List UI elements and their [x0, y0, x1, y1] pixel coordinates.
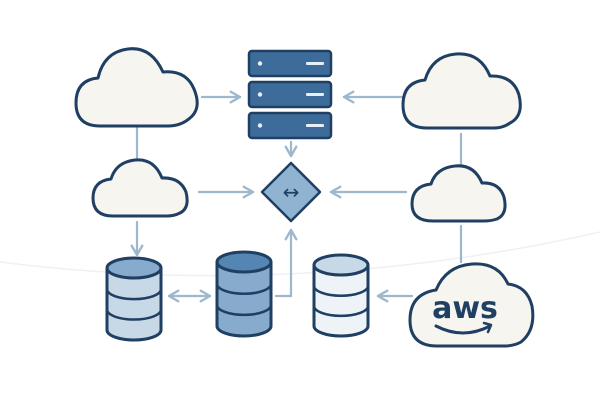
server-unit-bottom: [247, 111, 333, 140]
database-band: [105, 309, 163, 321]
connectors: [130, 90, 463, 303]
cloud-icon-top-left: [74, 47, 199, 128]
database-right-icon: [312, 253, 370, 338]
server-led: [257, 61, 263, 66]
database-left-icon: [105, 256, 163, 342]
aws-logo: aws: [432, 291, 498, 335]
server-rack-icon: [247, 49, 333, 140]
cloud-icon-mid-left: [91, 158, 189, 218]
aws-smile-icon: [434, 324, 492, 335]
database-top: [312, 253, 370, 277]
server-slot: [306, 62, 324, 65]
hub-diamond-icon: [260, 161, 322, 223]
database-band: [312, 305, 370, 318]
database-body: [105, 268, 163, 342]
hub-node: ↔: [260, 161, 322, 223]
database-band: [105, 288, 163, 301]
database-body: [215, 262, 273, 338]
database-top: [105, 256, 163, 280]
server-led: [257, 123, 263, 128]
database-band: [312, 285, 370, 297]
edge-db-center-to-hub: [274, 228, 298, 298]
hub-symbol: ↔: [283, 180, 300, 204]
database-band: [215, 283, 273, 296]
database-band: [215, 304, 273, 317]
server-slot: [306, 124, 324, 127]
databases: [105, 250, 370, 342]
database-body: [312, 265, 370, 338]
server-slot: [306, 93, 324, 96]
database-center-icon: [215, 250, 273, 338]
aws-label: aws: [432, 291, 498, 326]
aws-smile-arrow-icon: [482, 321, 493, 334]
database-top: [215, 250, 273, 274]
cloud-icon-mid-right: [410, 164, 507, 223]
server-unit-middle: [247, 80, 333, 109]
server-led: [257, 92, 263, 97]
aws-cloud-icon: [408, 262, 535, 348]
background-swoosh: [0, 231, 600, 277]
server-unit-top: [247, 49, 333, 78]
cloud-icon-top-right: [401, 52, 522, 130]
